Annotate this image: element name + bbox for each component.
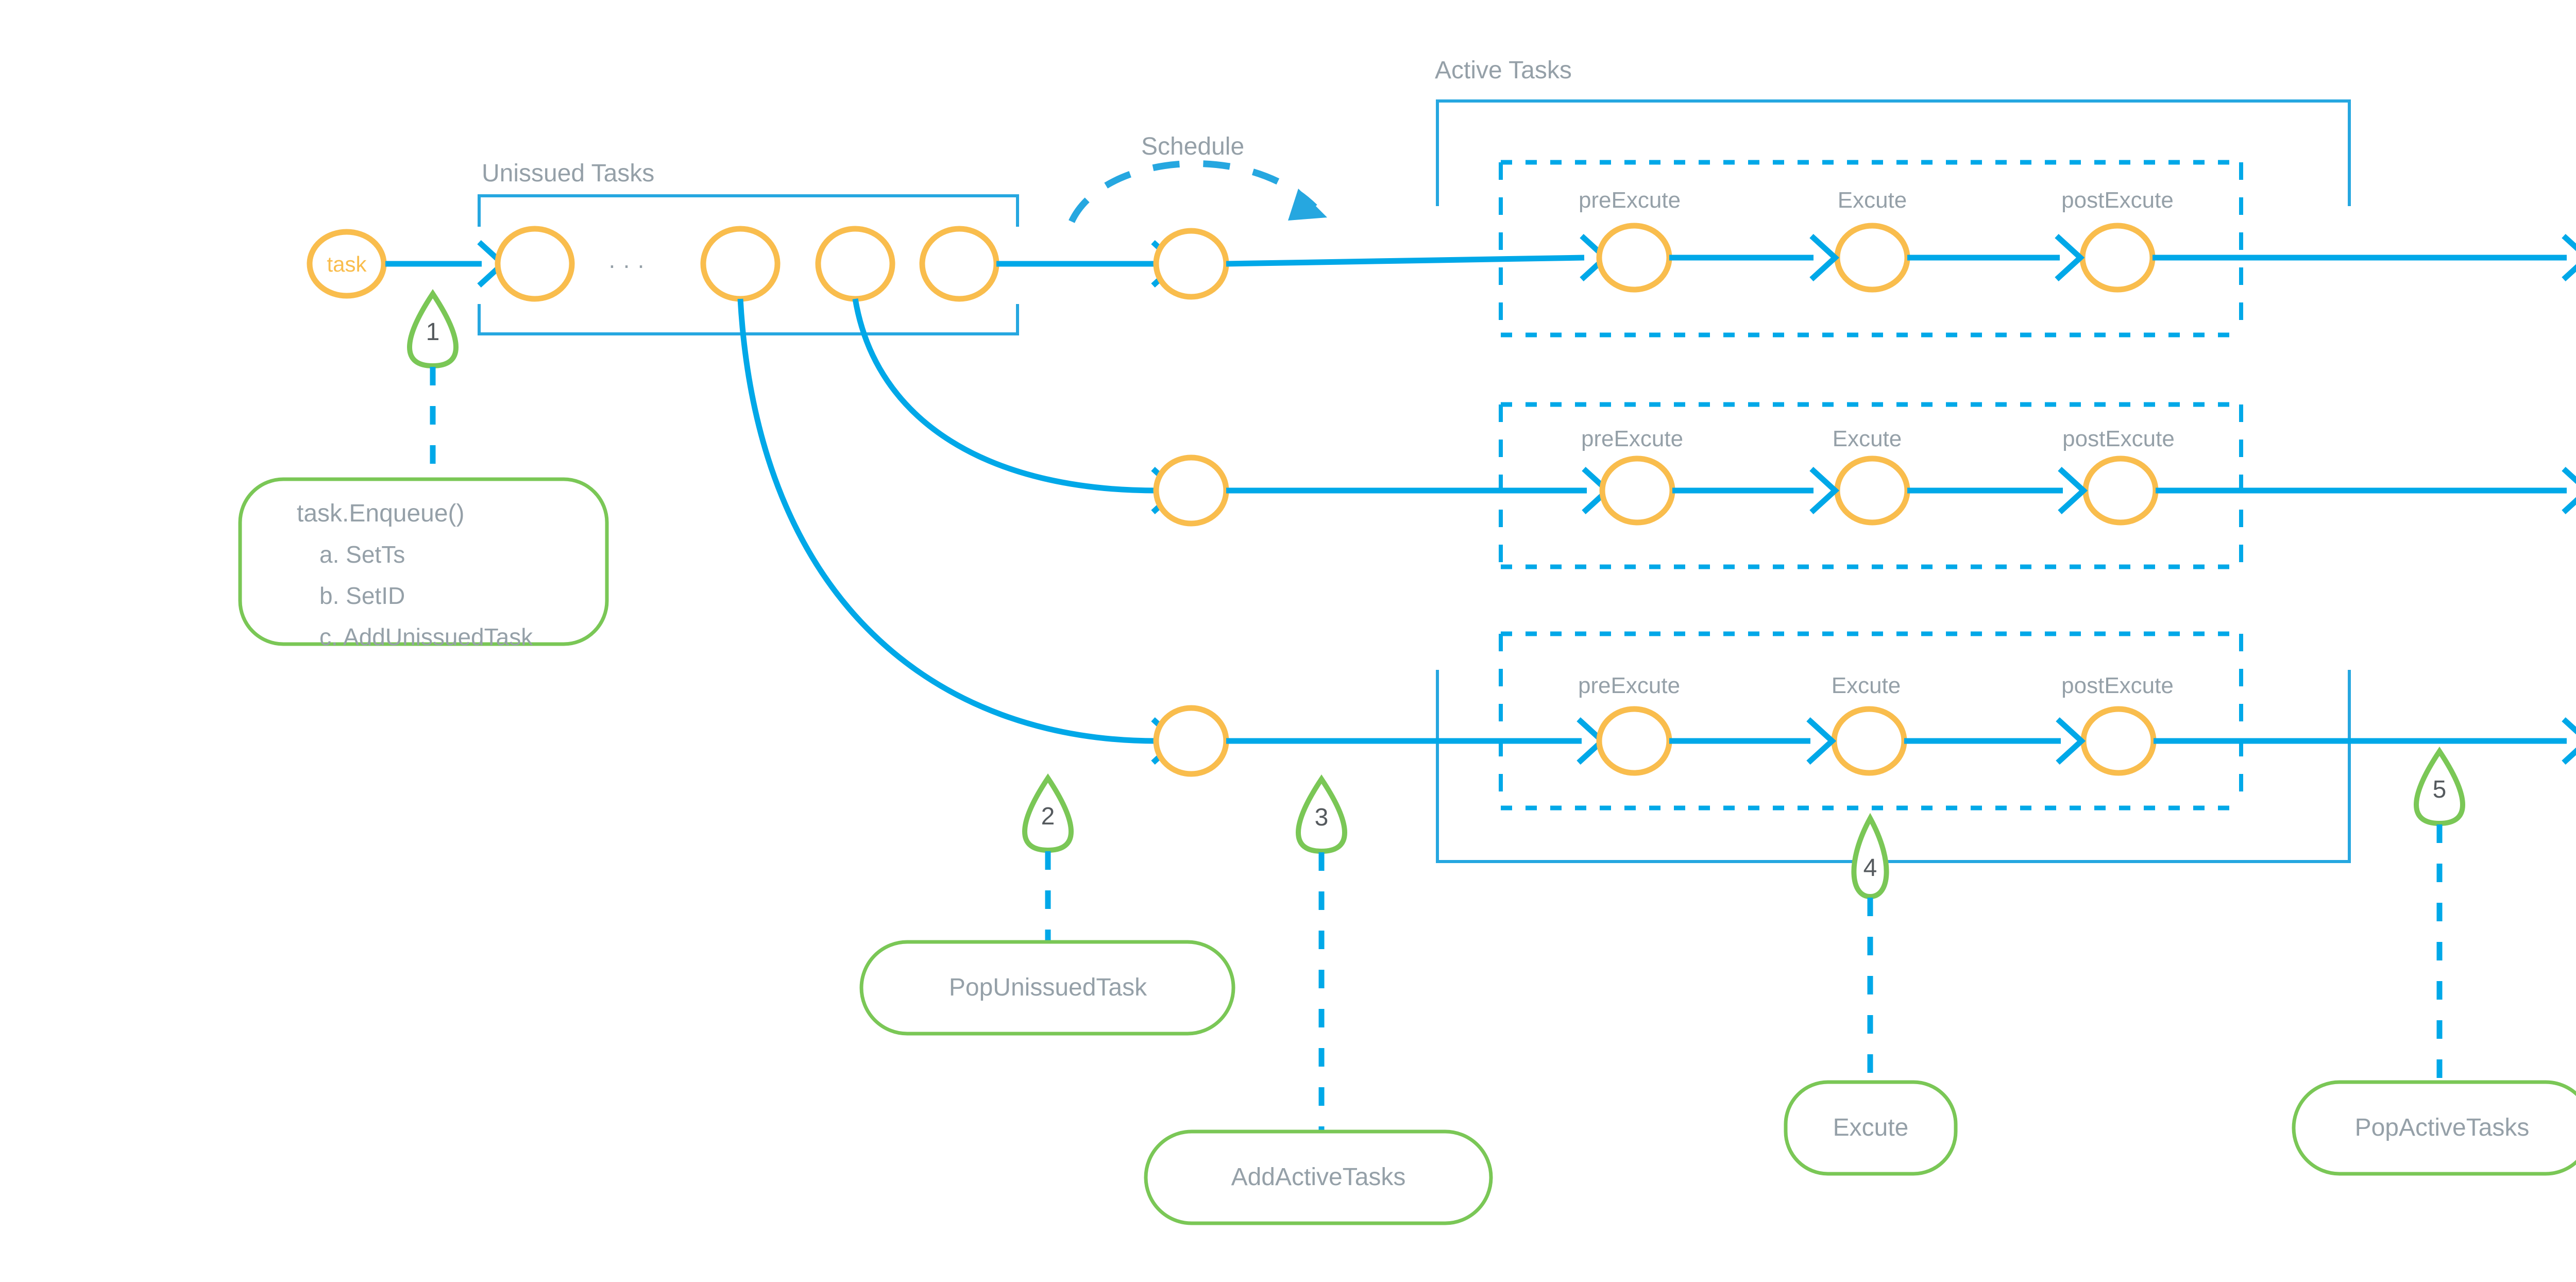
callout-enqueue-step-a: a. SetTs [319, 541, 405, 568]
row2-pre-node[interactable] [1599, 456, 1675, 526]
row3-entry-node[interactable] [1153, 705, 1229, 777]
marker-2-number: 2 [1041, 803, 1055, 830]
schedule-label: Schedule [1141, 133, 1244, 160]
marker-1-number: 1 [426, 318, 440, 346]
row1-pre-node[interactable] [1596, 223, 1672, 293]
row2-main-label: Excute [1833, 426, 1902, 451]
row1-post-node[interactable] [2079, 223, 2156, 293]
callout-excute[interactable]: Excute [1784, 1080, 1958, 1176]
callout-pop-unissued[interactable]: PopUnissuedTask [859, 940, 1235, 1036]
row1-pre-label: preExcute [1579, 188, 1681, 213]
unissued-task-node-1[interactable] [495, 226, 575, 302]
row2-post-label: postExcute [2062, 426, 2175, 451]
callout-add-active-title: AddActiveTasks [1231, 1163, 1406, 1191]
row-2: preExcute Excute postExcute [1153, 402, 2576, 569]
row1-main-node[interactable] [1834, 223, 1910, 293]
flow-queue-to-row3 [737, 298, 1181, 765]
row3-pre-node[interactable] [1596, 706, 1672, 776]
row2-post-node[interactable] [2082, 456, 2159, 526]
callout-add-active[interactable]: AddActiveTasks [1144, 1129, 1493, 1225]
active-tasks-label: Active Tasks [1435, 57, 1572, 84]
callout-pop-unissued-title: PopUnissuedTask [949, 974, 1147, 1001]
active-tasks-bracket [1436, 99, 2351, 863]
marker-4-number: 4 [1863, 854, 1877, 882]
row-1: preExcute Excute postExcute [1153, 160, 2576, 338]
row3-post-node[interactable] [2080, 706, 2157, 776]
unissued-tasks-bracket [478, 194, 1019, 335]
flow-task-to-queue [385, 240, 507, 288]
marker-pin-2[interactable]: 2 [1022, 773, 1074, 853]
callout-enqueue-step-c: c. AddUnissuedTask [319, 623, 533, 650]
schedule-dashed-arc [1069, 160, 1327, 223]
marker-pin-1[interactable]: 1 [407, 289, 459, 369]
callout-pop-active-title: PopActiveTasks [2355, 1114, 2530, 1141]
marker-5-number: 5 [2433, 776, 2447, 803]
callout-enqueue-step-b: b. SetID [319, 582, 405, 609]
queue-ellipsis: · · · [608, 251, 645, 278]
row2-main-node[interactable] [1834, 456, 1910, 526]
unissued-task-node-3[interactable] [815, 226, 895, 302]
unissued-task-node-2[interactable] [700, 226, 781, 302]
row3-main-label: Excute [1832, 673, 1901, 698]
callout-enqueue-title: task.Enqueue() [297, 500, 465, 527]
row3-excution-box [1499, 631, 2243, 811]
unissued-tasks-label: Unissued Tasks [482, 160, 654, 187]
marker-pin-3[interactable]: 3 [1296, 774, 1347, 854]
row3-post-label: postExcute [2061, 673, 2174, 698]
marker-pin-5[interactable]: 5 [2414, 746, 2465, 826]
source-task-label: task [327, 252, 367, 276]
callout-pop-active[interactable]: PopActiveTasks [2292, 1080, 2576, 1176]
marker-3-number: 3 [1315, 804, 1329, 831]
callout-excute-title: Excute [1833, 1114, 1909, 1141]
row1-main-label: Excute [1838, 188, 1907, 213]
row1-excution-box [1499, 160, 2243, 338]
row1-entry-node[interactable] [1153, 228, 1229, 300]
flow-queue-to-row1 [996, 240, 1181, 288]
row3-main-node[interactable] [1831, 706, 1907, 776]
row-3: preExcute Excute postExcute [1153, 631, 2576, 811]
row2-excution-box [1499, 402, 2243, 569]
callout-enqueue[interactable]: task.Enqueue() a. SetTs b. SetID c. AddU… [238, 477, 609, 650]
schedule-arrowhead [1288, 189, 1327, 221]
marker-pin-4[interactable]: 4 [1851, 813, 1889, 900]
row1-post-label: postExcute [2061, 188, 2174, 213]
row2-pre-label: preExcute [1581, 426, 1683, 451]
row2-entry-node[interactable] [1153, 454, 1229, 527]
unissued-task-node-4[interactable] [919, 226, 999, 302]
row3-pre-label: preExcute [1578, 673, 1680, 698]
source-task-node[interactable]: task [307, 229, 387, 299]
